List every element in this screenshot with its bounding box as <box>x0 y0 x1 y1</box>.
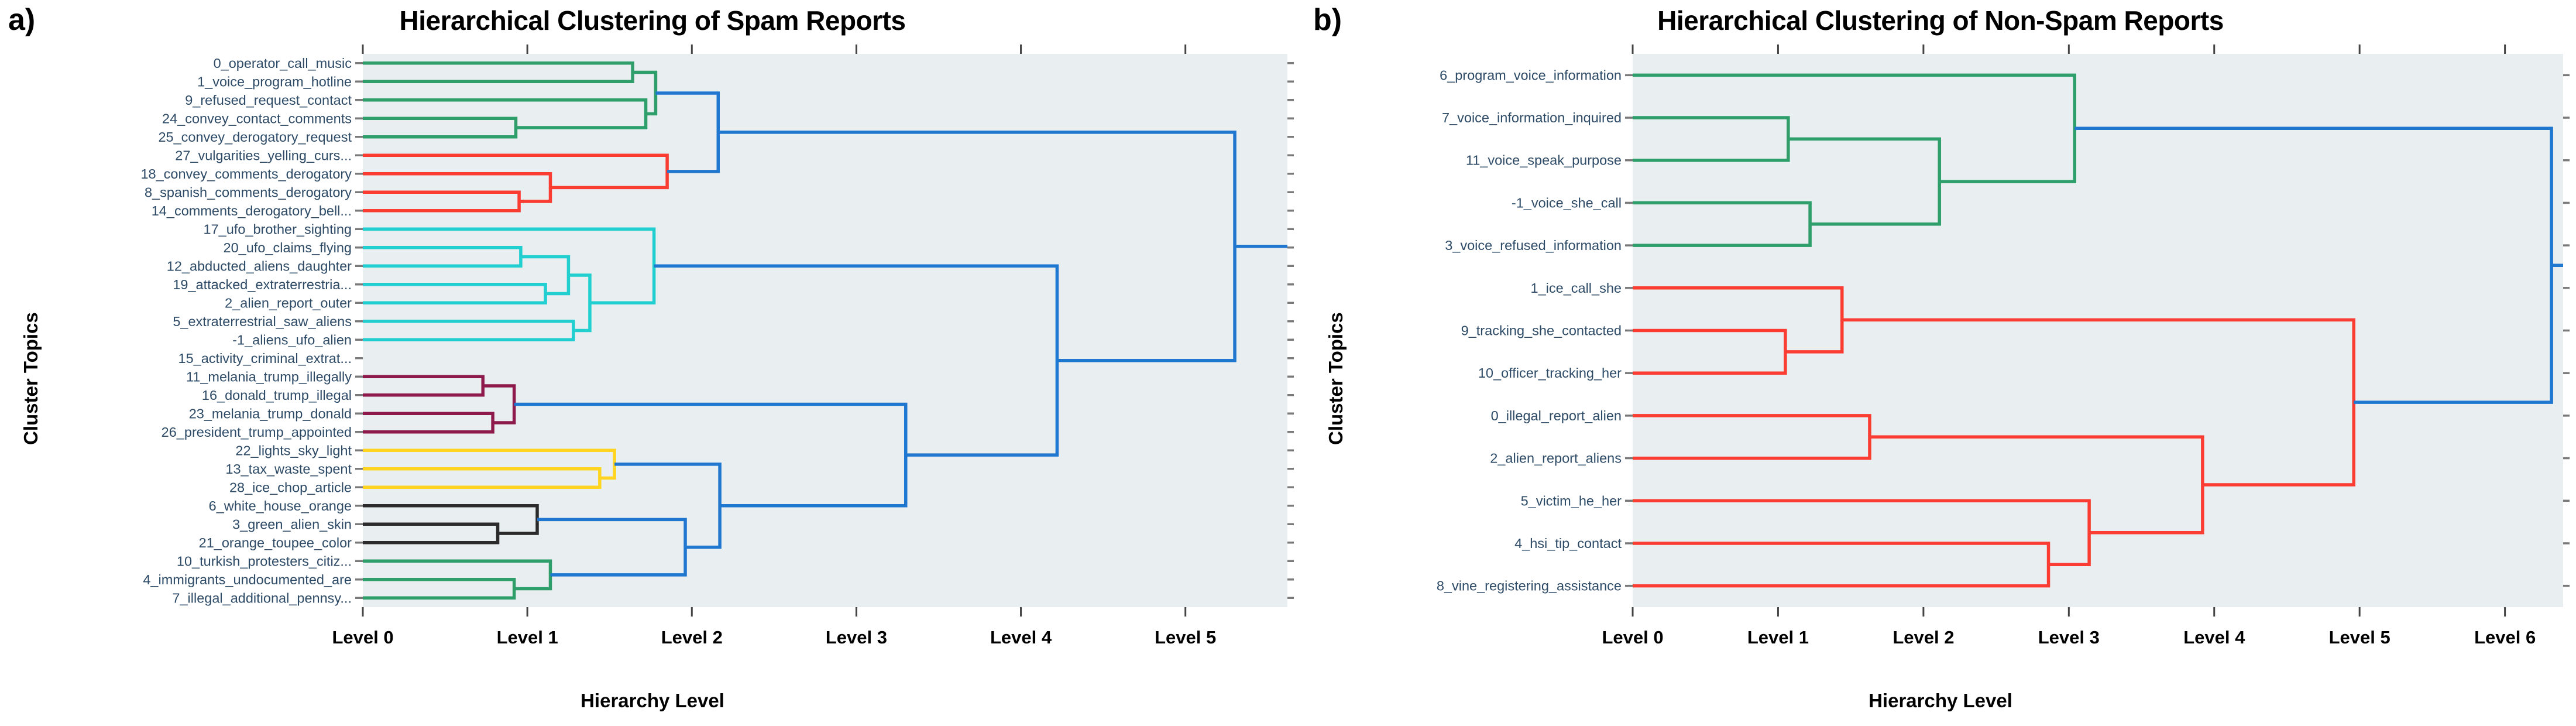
x-tick-label: Level 3 <box>2038 627 2100 648</box>
dendrogram-link <box>614 463 722 549</box>
x-axis: Level 0 Level 1 Level 2 Level 3 Level 4 Level… <box>1602 44 2536 648</box>
x-tick-label: Level 2 <box>1892 627 1954 648</box>
x-tick-label: Level 6 <box>2474 627 2536 648</box>
leaf-label: 24_convey_contact_comments <box>162 111 352 126</box>
leaf-label: 7_voice_information_inquired <box>1442 110 1622 125</box>
leaf-label: 7_illegal_additional_pennsy... <box>172 590 352 605</box>
x-tick-label: Level 5 <box>1155 627 1216 648</box>
leaf-label: 5_extraterrestrial_saw_aliens <box>173 314 352 329</box>
leaf-label: 5_victim_he_her <box>1521 493 1622 508</box>
leaf-label: 15_activity_criminal_extrat... <box>178 351 352 366</box>
dendrogram-link <box>363 448 616 480</box>
panel-b-dendrogram: 6_program_voice_information 7_voice_infor… <box>1437 44 2570 648</box>
leaf-label: 14_comments_derogatory_bell... <box>152 203 352 218</box>
right-ticks <box>2563 74 2570 587</box>
leaf-label: 28_ice_chop_article <box>229 480 352 495</box>
dendrogram-link <box>1633 414 1871 460</box>
x-tick-label: Level 1 <box>497 627 558 648</box>
dendrogram-links <box>363 61 1287 600</box>
leaf-labels: 0_operator_call_music 1_voice_program_hot… <box>140 56 363 605</box>
x-tick-label: Level 3 <box>826 627 887 648</box>
leaf-label: 16_donald_trump_illegal <box>202 388 352 403</box>
x-tick-label: Level 1 <box>1747 627 1809 648</box>
leaf-label: -1_aliens_ufo_alien <box>232 332 352 347</box>
leaf-label: 0_illegal_report_alien <box>1491 408 1622 423</box>
dendrogram-link <box>363 375 485 397</box>
leaf-label: 8_spanish_comments_derogatory <box>145 184 352 200</box>
dendrogram-link <box>1633 499 2091 567</box>
dendrogram-link <box>537 518 687 577</box>
leaf-label: 1_ice_call_she <box>1531 280 1622 296</box>
x-tick-label: Level 0 <box>1602 627 1663 648</box>
dendrogram-link <box>363 117 518 139</box>
panel-b-letter: b) <box>1313 3 1342 37</box>
leaf-label: 13_tax_waste_spent <box>225 461 352 477</box>
leaf-label: 9_refused_request_contact <box>185 93 352 108</box>
leaf-label: 0_operator_call_music <box>214 56 352 71</box>
x-tick-label: Level 4 <box>990 627 1052 648</box>
leaf-label: 25_convey_derogatory_request <box>158 129 352 145</box>
right-ticks <box>1287 62 1294 599</box>
leaf-label: 11_melania_trump_illegally <box>186 369 352 384</box>
dendrogram-link <box>520 255 571 296</box>
leaf-label: 6_program_voice_information <box>1440 67 1622 83</box>
panel-b-xlabel: Hierarchy Level <box>1869 690 2012 711</box>
leaf-label: 3_green_alien_skin <box>232 516 352 532</box>
leaf-label: -1_voice_she_call <box>1512 195 1622 210</box>
leaf-label: 17_ufo_brother_sighting <box>204 221 352 237</box>
leaf-label: 1_voice_program_hotline <box>197 74 352 89</box>
x-axis: Level 0 Level 1 Level 2 Level 3 Level 4 Level… <box>332 44 1216 648</box>
dendrogram-link <box>568 273 592 333</box>
leaf-label: 4_immigrants_undocumented_are <box>143 572 352 587</box>
x-tick-label: Level 0 <box>332 627 393 648</box>
dendrogram-link <box>1633 542 2051 588</box>
leaf-label: 4_hsi_tip_contact <box>1514 536 1622 551</box>
leaf-label: 20_ufo_claims_flying <box>224 240 352 255</box>
leaf-labels: 6_program_voice_information 7_voice_infor… <box>1437 67 1633 594</box>
leaf-label: 23_melania_trump_donald <box>189 406 352 421</box>
leaf-label: 12_abducted_aliens_daughter <box>167 258 352 273</box>
leaf-label: 19_attacked_extraterrestria... <box>173 277 352 292</box>
leaf-label: 3_voice_refused_information <box>1445 238 1622 253</box>
leaf-label: 2_alien_report_outer <box>225 295 352 310</box>
dendrogram-link <box>1788 137 1941 226</box>
panel-a-title: Hierarchical Clustering of Spam Reports <box>399 5 906 36</box>
plot-area <box>363 54 1287 607</box>
dendrogram-link <box>1633 116 1790 162</box>
dendrogram-link <box>363 559 552 591</box>
panel-a-xlabel: Hierarchy Level <box>581 690 724 711</box>
leaf-label: 21_orange_toupee_color <box>199 535 352 550</box>
panel-b-title: Hierarchical Clustering of Non-Spam Repo… <box>1657 5 2224 36</box>
dendrogram-link <box>363 172 552 203</box>
dendrogram-link <box>363 504 539 535</box>
leaf-label: 22_lights_sky_light <box>235 443 352 458</box>
leaf-label: 11_voice_speak_purpose <box>1466 153 1622 168</box>
leaf-label: 10_officer_tracking_her <box>1478 365 1622 381</box>
x-tick-label: Level 4 <box>2183 627 2245 648</box>
leaf-label: 6_white_house_orange <box>209 498 352 513</box>
dendrogram-links <box>1633 73 2563 588</box>
panel-a: a) Hierarchical Clustering of Spam Repor… <box>8 3 1294 711</box>
x-tick-label: Level 5 <box>2329 627 2390 648</box>
dendrogram-link <box>363 283 547 304</box>
leaf-label: 10_turkish_protesters_citiz... <box>177 553 352 569</box>
leaf-label: 8_vine_registering_assistance <box>1437 578 1622 594</box>
leaf-label: 27_vulgarities_yelling_curs... <box>175 148 352 163</box>
panel-a-letter: a) <box>8 3 36 37</box>
leaf-label: 2_alien_report_aliens <box>1490 451 1622 466</box>
leaf-label: 26_president_trump_appointed <box>162 424 352 440</box>
dendrogram-link <box>363 246 523 268</box>
panel-b: b) Hierarchical Clustering of Non-Spam R… <box>1305 0 2576 726</box>
panel-a-dendrogram: 0_operator_call_music 1_voice_program_hot… <box>140 44 1294 648</box>
leaf-label: 9_tracking_she_contacted <box>1461 323 1622 338</box>
dendrogram-link <box>1633 328 1787 375</box>
leaf-label: 18_convey_comments_derogatory <box>140 166 352 182</box>
x-tick-label: Level 2 <box>661 627 723 648</box>
